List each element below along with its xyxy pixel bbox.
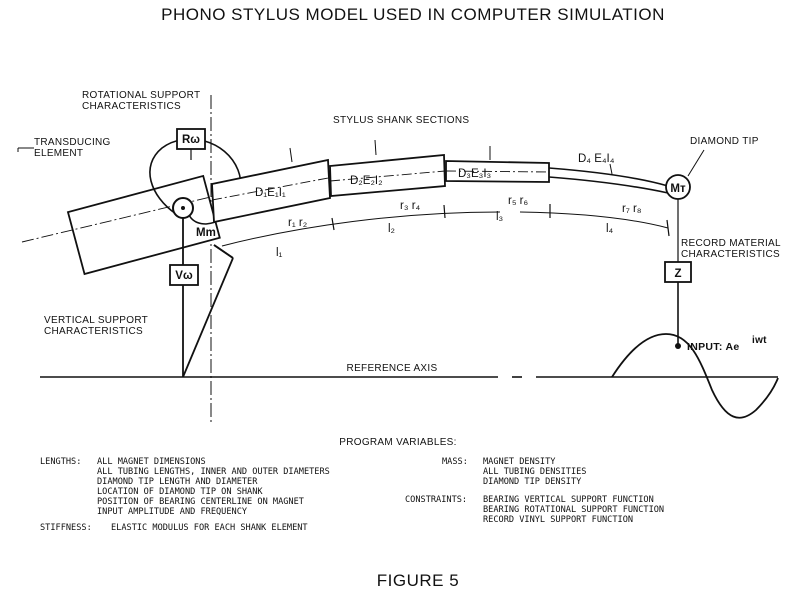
rotational-support-label-line1: ROTATIONAL SUPPORT	[82, 90, 200, 101]
section-1-label: D₁E₁I₁	[255, 187, 286, 199]
lengths-item: INPUT AMPLITUDE AND FREQUENCY	[97, 507, 248, 517]
vertical-support-label-line1: VERTICAL SUPPORT	[44, 315, 148, 326]
stiffness-item: ELASTIC MODULUS FOR EACH SHANK ELEMENT	[111, 523, 308, 533]
record-support-box: Z	[664, 261, 692, 283]
magnet-mass-label: Mm	[196, 227, 216, 239]
magnet-block	[66, 174, 221, 276]
reference-axis-label: REFERENCE AXIS	[347, 363, 438, 374]
length-3-label: l₃	[496, 211, 504, 223]
diamond-tip-mass: Mт	[665, 174, 691, 200]
shank-section-3	[445, 160, 550, 183]
vertical-support-box: Vω	[169, 264, 199, 286]
input-label: INPUT: Ae	[687, 341, 739, 353]
input-point	[675, 343, 681, 349]
constraints-label: CONSTRAINTS:	[405, 495, 467, 505]
constraints-item: BEARING VERTICAL SUPPORT FUNCTION	[483, 495, 654, 505]
lengths-item: ALL MAGNET DIMENSIONS	[97, 457, 206, 467]
mass-item: MAGNET DENSITY	[483, 457, 556, 467]
radii-5-6: r₅ r₆	[508, 195, 528, 207]
vertical-support-label-line2: CHARACTERISTICS	[44, 326, 143, 337]
length-1-label: l₁	[276, 247, 283, 259]
transducing-label-line1: TRANSDUCING	[34, 137, 111, 148]
section-4-label: D₄ E₄I₄	[578, 153, 615, 165]
shank-sections-label: STYLUS SHANK SECTIONS	[333, 115, 469, 126]
lengths-item: ALL TUBING LENGTHS, INNER AND OUTER DIAM…	[97, 467, 330, 477]
constraints-item: BEARING ROTATIONAL SUPPORT FUNCTION	[483, 505, 664, 515]
shank-section-4	[548, 167, 669, 194]
diamond-tip-label: DIAMOND TIP	[690, 136, 759, 147]
mass-label: MASS:	[442, 457, 468, 467]
radius-arrows	[289, 139, 613, 175]
lengths-item: LOCATION OF DIAMOND TIP ON SHANK	[97, 487, 263, 497]
lengths-item: DIAMOND TIP LENGTH AND DIAMETER	[97, 477, 258, 487]
radii-7-8: r₇ r₈	[622, 203, 642, 215]
section-3-label: D₃E₃I₃	[458, 168, 492, 180]
record-material-label-line2: CHARACTERISTICS	[681, 249, 780, 260]
mass-item: DIAMOND TIP DENSITY	[483, 477, 582, 487]
record-material-label-line1: RECORD MATERIAL	[681, 238, 781, 249]
rw-label: Rω	[182, 134, 200, 146]
diamond-tip-leader	[687, 149, 705, 177]
constraints-item: RECORD VINYL SUPPORT FUNCTION	[483, 515, 633, 525]
rotational-support-box: Rω	[176, 128, 206, 150]
lengths-label: LENGTHS:	[40, 457, 81, 467]
radii-1-2: r₁ r₂	[288, 217, 307, 229]
mt-label: Mт	[670, 183, 686, 195]
shank-section-2	[329, 154, 446, 197]
length-4-label: l₄	[606, 223, 614, 235]
rotational-spring	[149, 138, 242, 225]
input-exponent: iwt	[752, 335, 767, 346]
rotational-support-label-line2: CHARACTERISTICS	[82, 101, 181, 112]
vw-label: Vω	[175, 270, 193, 282]
bearing-pivot	[181, 206, 185, 210]
z-label: Z	[674, 268, 681, 280]
length-2-label: l₂	[388, 223, 395, 235]
shank-section-1	[211, 158, 331, 224]
input-sine-wave	[611, 333, 779, 419]
radii-3-4: r₃ r₄	[400, 200, 421, 212]
lengths-item: POSITION OF BEARING CENTERLINE ON MAGNET	[97, 497, 304, 507]
diagram-title: PHONO STYLUS MODEL USED IN COMPUTER SIMU…	[161, 5, 665, 24]
stiffness-label: STIFFNESS:	[40, 523, 92, 533]
length-dimension-arc	[221, 211, 669, 247]
transducing-label-line2: ELEMENT	[34, 148, 83, 159]
figure-caption: FIGURE 5	[377, 571, 459, 590]
section-2-label: D₂E₂I₂	[350, 175, 383, 187]
program-variables-heading: PROGRAM VARIABLES:	[339, 437, 456, 448]
vertical-support	[182, 218, 234, 378]
length-ticks	[331, 204, 670, 237]
mass-item: ALL TUBING DENSITIES	[483, 467, 586, 477]
